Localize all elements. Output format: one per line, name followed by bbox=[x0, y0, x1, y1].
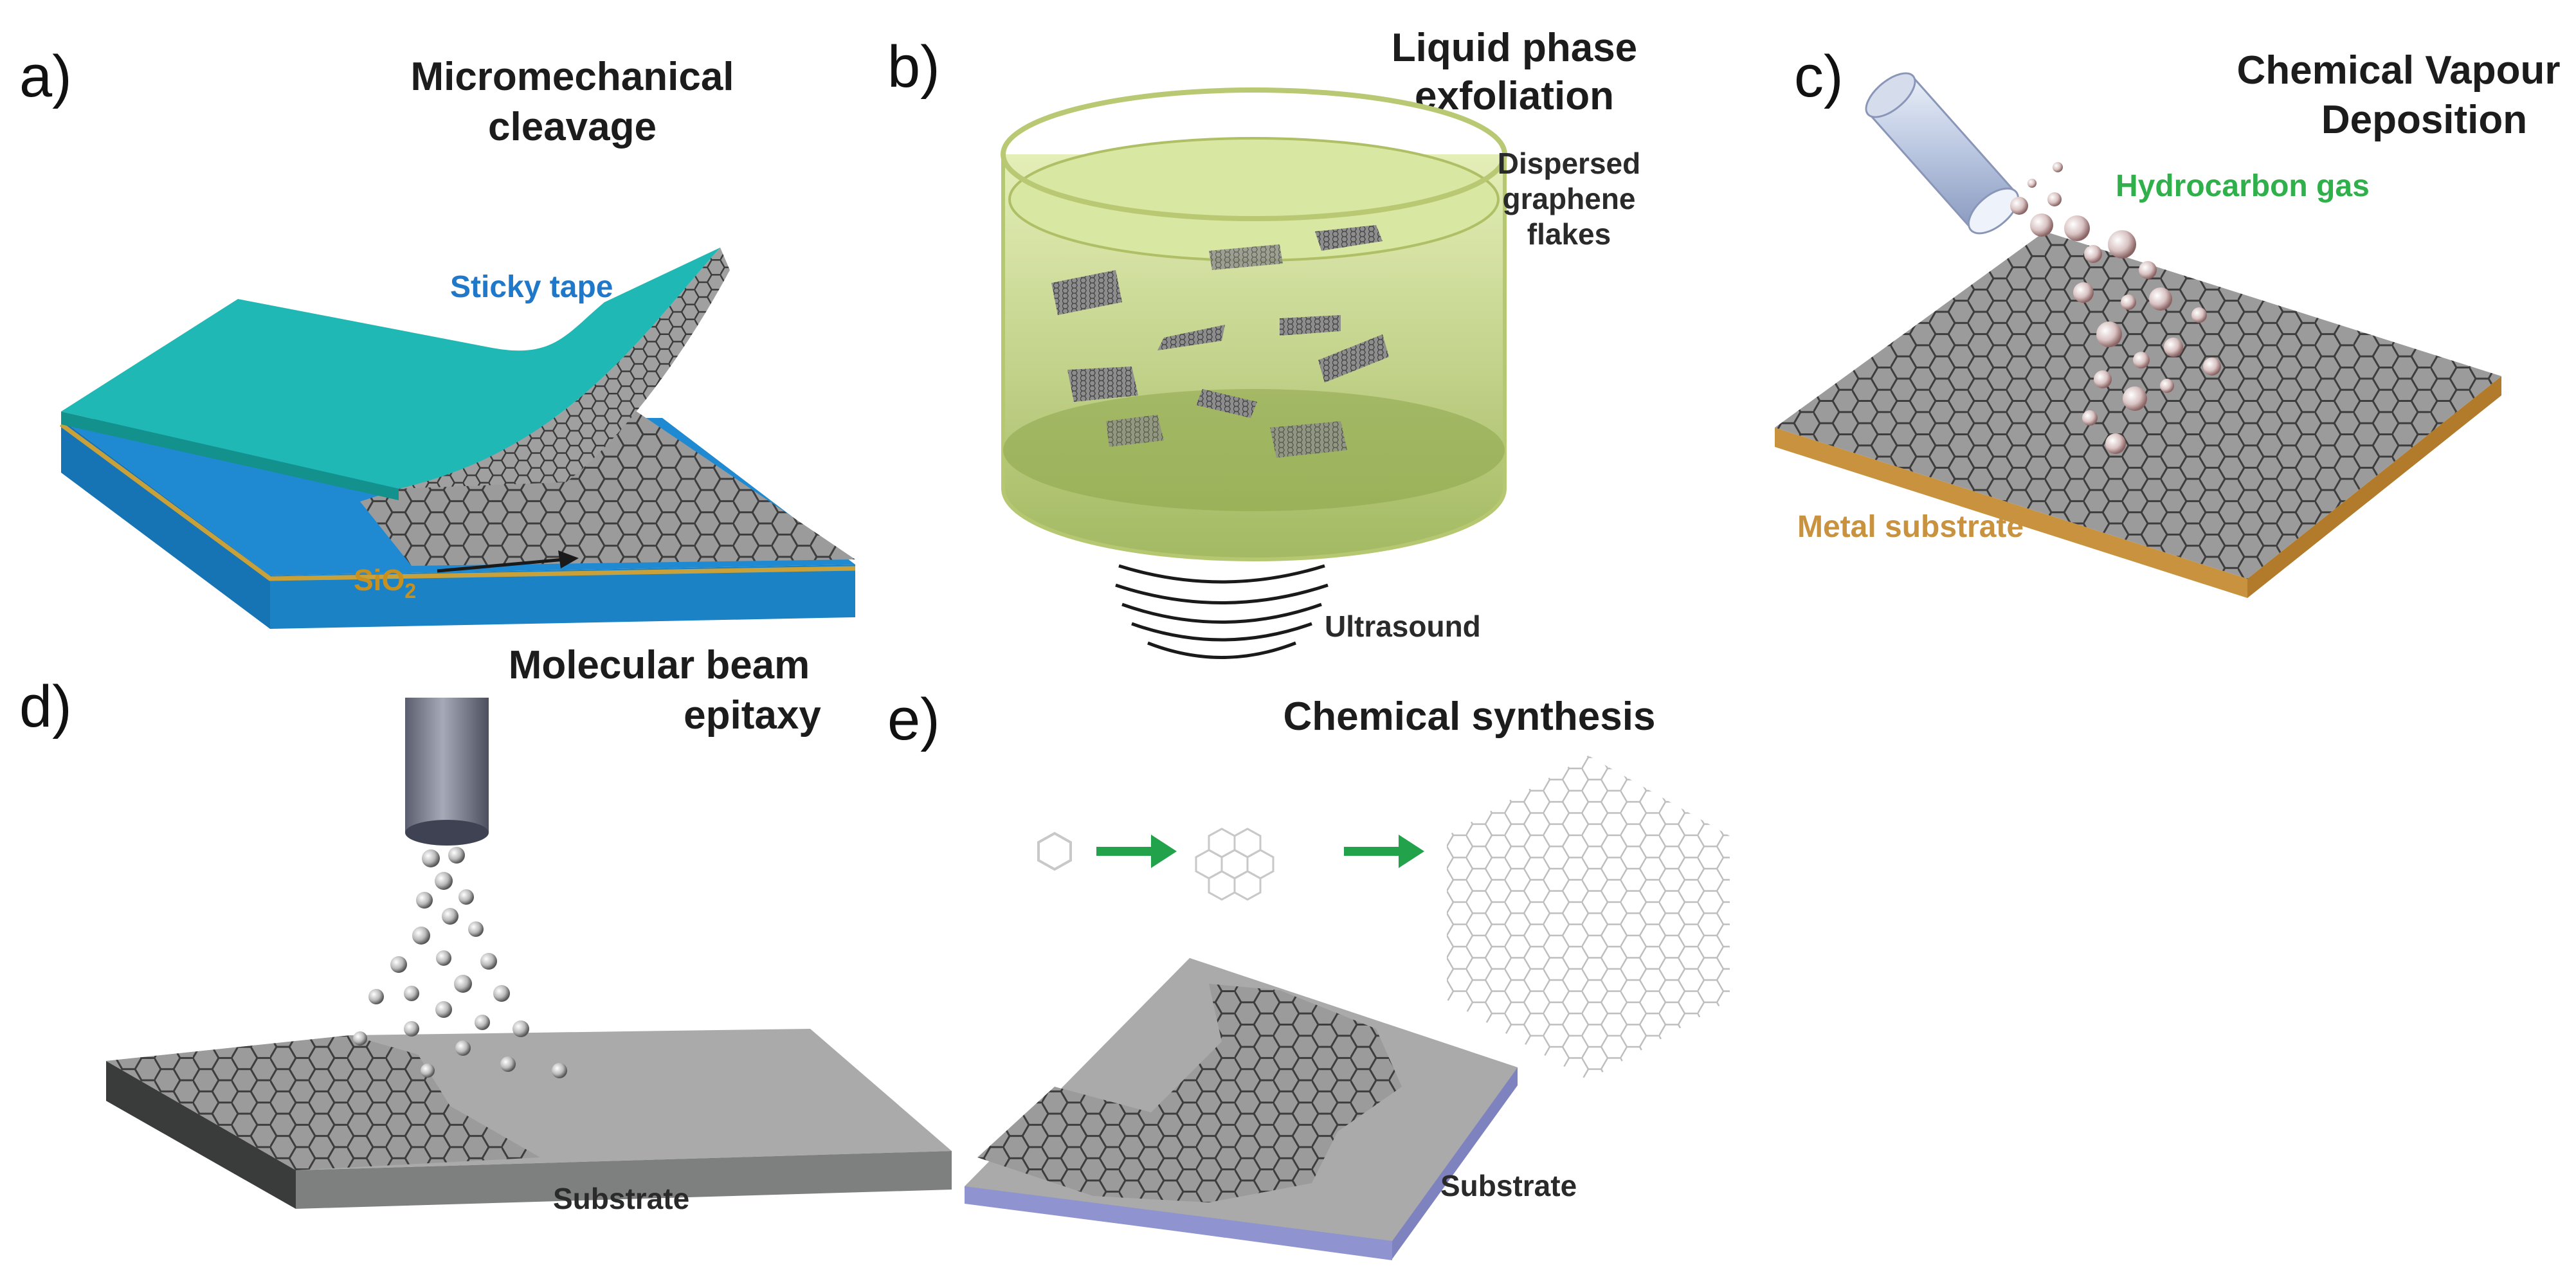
single-hexagon bbox=[1037, 831, 1072, 871]
hydrocarbon-molecules bbox=[2010, 162, 2221, 454]
sio2-layer-line bbox=[59, 422, 856, 581]
synthesis-arrow-1 bbox=[1096, 835, 1177, 868]
panel-b-title-line1: Liquid phase bbox=[1392, 26, 1637, 70]
graphene-exposed-surface bbox=[360, 412, 855, 566]
metal-substrate-label: Metal substrate bbox=[1797, 510, 2024, 544]
panel-e-chemical-synthesis: e) Chemical synthesis bbox=[887, 687, 1730, 1260]
graphene-flake bbox=[1196, 389, 1257, 418]
panel-c-title-line2: Deposition bbox=[2321, 98, 2527, 142]
graphene-flake bbox=[1318, 334, 1389, 383]
mbe-substrate-front bbox=[106, 1061, 296, 1209]
graphene-flake bbox=[1051, 270, 1122, 315]
flakes-label-line2: graphene bbox=[1502, 182, 1635, 215]
synthesis-substrate-label: Substrate bbox=[1440, 1169, 1577, 1202]
synthesis-substrate-side bbox=[1392, 1067, 1518, 1259]
sio2-pointer-arrow bbox=[437, 557, 565, 573]
hydrocarbon-gas-label: Hydrocarbon gas bbox=[2116, 169, 2370, 203]
panel-a-title-line2: cleavage bbox=[488, 105, 657, 149]
panel-d-title-line2: epitaxy bbox=[684, 693, 821, 738]
panel-c-chemical-vapour-deposition: c) Chemical Vapour Deposition Hydrocarbo… bbox=[1775, 44, 2561, 598]
mbe-substrate-label: Substrate bbox=[553, 1182, 689, 1215]
panel-e-letter: e) bbox=[887, 687, 940, 752]
molecular-beam-atoms bbox=[353, 847, 567, 1078]
silicon-substrate-side bbox=[270, 565, 855, 629]
graphene-flake bbox=[1157, 325, 1225, 350]
ultrasound-waves bbox=[1115, 564, 1329, 659]
graphene-flake bbox=[1315, 225, 1383, 251]
silicon-substrate-front bbox=[61, 419, 270, 629]
effusion-cell bbox=[405, 698, 489, 846]
panel-c-letter: c) bbox=[1794, 44, 1844, 109]
mbe-graphene-patch bbox=[106, 1035, 540, 1170]
panel-d-molecular-beam-epitaxy: d) Molecular beam epitaxy bbox=[19, 643, 952, 1215]
graphene-flakes bbox=[1051, 225, 1389, 458]
panel-d-letter: d) bbox=[19, 674, 72, 739]
flakes-label-line1: Dispersed bbox=[1498, 147, 1640, 180]
large-graphene-flake bbox=[1447, 756, 1730, 1080]
graphene-flake bbox=[1067, 367, 1138, 402]
panel-d-title-line1: Molecular beam bbox=[509, 643, 810, 687]
mbe-substrate-side bbox=[296, 1151, 952, 1209]
metal-substrate-side bbox=[2247, 376, 2501, 598]
sticky-tape-top bbox=[61, 248, 720, 489]
beaker-rim bbox=[1001, 87, 1507, 221]
metal-substrate-front bbox=[1775, 428, 2247, 598]
synthesis-substrate-edge bbox=[965, 1186, 1392, 1259]
graphene-flake bbox=[1209, 244, 1283, 270]
ultrasound-label: Ultrasound bbox=[1325, 610, 1481, 643]
panel-c-title-line1: Chemical Vapour bbox=[2236, 48, 2560, 93]
panel-b-liquid-phase-exfoliation: b) Liquid phase exfoliation Dispersed gr… bbox=[887, 26, 1640, 659]
panel-b-letter: b) bbox=[887, 34, 940, 100]
graphene-flake bbox=[1270, 421, 1347, 458]
sticky-tape-front bbox=[61, 412, 399, 500]
graphene-flake bbox=[1280, 315, 1341, 336]
graphene-flake bbox=[1106, 415, 1164, 447]
sio2-arrow-head bbox=[558, 550, 579, 568]
panel-a-letter: a) bbox=[19, 44, 72, 109]
gas-inlet-tube bbox=[1865, 72, 2019, 235]
panel-e-title: Chemical synthesis bbox=[1283, 694, 1656, 739]
sticky-tape-label: Sticky tape bbox=[450, 270, 613, 304]
panel-a-title-line1: Micromechanical bbox=[410, 55, 734, 99]
flakes-label-line3: flakes bbox=[1527, 217, 1611, 251]
small-hexagon-cluster bbox=[1195, 828, 1274, 901]
panel-a-micromechanical-cleavage: a) Micromechanical cleavage Sticky tape … bbox=[19, 44, 856, 629]
sio2-label: SiO2 bbox=[354, 563, 416, 602]
synthesis-graphene-domain bbox=[977, 984, 1402, 1202]
peeled-tape-underside bbox=[399, 248, 730, 489]
synthesis-arrow-2 bbox=[1344, 835, 1424, 868]
